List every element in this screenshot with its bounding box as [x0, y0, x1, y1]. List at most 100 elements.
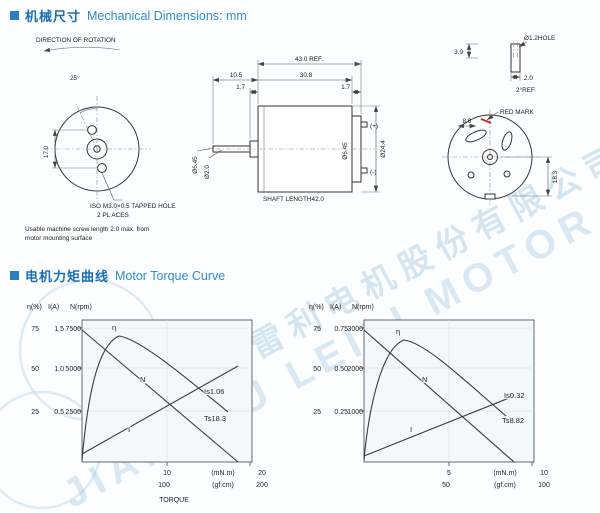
rotation-direction-arrow — [43, 46, 121, 53]
stall-current-label: Is1.06 — [204, 387, 224, 396]
boss-diameter-label: Ø6.45 — [192, 156, 199, 174]
curves — [363, 329, 515, 463]
red-mark — [480, 118, 492, 124]
y-tick-labels: 75 0.75 3000 50 0.50 2000 25 0.25 1000 — [313, 326, 363, 416]
dim-20 — [510, 72, 521, 81]
x-axis-title: TORQUE — [159, 497, 189, 504]
tapped-hole-note: ISO M3.0×0.5 TAPPED HOLE — [90, 203, 176, 210]
speed-tick: 7500 — [65, 326, 81, 333]
current-tick: 0.75 — [334, 326, 348, 333]
hole-label: Ø1.2HOLE — [524, 35, 555, 42]
y-tick-labels: 75 1.5 7500 50 1.0 5000 25 0.5 2500 — [31, 326, 81, 416]
x-unit-gfcm: (gf.cm) — [212, 482, 234, 489]
back-hole-right — [503, 170, 511, 178]
ref-angle-label: 2°REF. — [516, 86, 536, 94]
back-hole-left — [467, 171, 475, 179]
bottom-notch — [484, 193, 496, 200]
section-title-cn: 机械尺寸 — [25, 9, 82, 24]
back-view-drawing: Ø1.2HOLE 3.9 2.0 2°REF. RED MARK 8.0 — [442, 35, 559, 205]
dim-20-label: 2.0 — [524, 75, 533, 82]
terminal-minus-label: (-) — [370, 169, 376, 176]
motor-body — [257, 105, 353, 193]
back-center-hole — [487, 154, 493, 160]
dim-183 — [500, 156, 552, 197]
screw-note-line2: motor mounting surface — [25, 235, 93, 242]
tapped-hole-top — [87, 125, 97, 135]
body-diameter-label: Ø24.4 — [380, 140, 387, 158]
x-tick-gfcm-1: 100 — [158, 482, 170, 489]
shaft-end-detail — [510, 42, 521, 73]
tapped-hole-leader — [101, 172, 122, 201]
current-tick: 1.5 — [54, 326, 64, 333]
shaft-diameter-label: Ø2.0 — [204, 165, 211, 179]
speed-curve-label: N — [140, 375, 145, 384]
mechanical-drawings: DIRECTION OF ROTATION 25° 17.0 ISO M3.0×… — [25, 35, 559, 242]
side-view-drawing: (+) (-) 43.0 REF. 10.5 30.8 1.7 1.7 — [192, 56, 387, 203]
hole-pitch-dimension — [52, 129, 98, 169]
length-dimensions — [212, 60, 362, 144]
vent-slot-left — [465, 129, 487, 143]
torque-chart-right: η(%) I(A) N(rpm) 75 0.75 3000 50 0.50 20… — [309, 304, 550, 489]
stall-torque-label: Ts18.3 — [204, 414, 226, 423]
section-title-en: Mechanical Dimensions: mm — [87, 8, 247, 23]
bearing-diameter-label: Ø6.45 — [342, 142, 349, 160]
x-unit-gfcm: (gf.cm) — [494, 482, 516, 489]
x-tick-mNm-2: 10 — [540, 470, 548, 477]
current-curve-label: I — [128, 425, 130, 434]
x-tick-mNm-2: 20 — [258, 470, 266, 477]
eta-tick: 50 — [313, 366, 321, 373]
current-curve — [363, 395, 515, 457]
terminal-minus — [360, 167, 368, 174]
efficiency-curve — [81, 335, 229, 461]
shaft-length-label: SHAFT LENGTH42.0 — [263, 196, 324, 203]
diameter-dimension — [352, 105, 380, 193]
dim-39-label: 3.9 — [454, 49, 463, 56]
speed-curve — [363, 329, 515, 463]
total-length-label: 43.0 REF. — [295, 56, 323, 63]
tapped-hole-bottom — [97, 163, 107, 173]
speed-axis-title: N(rpm) — [70, 304, 92, 311]
current-tick: 0.25 — [334, 409, 348, 416]
body-length-label: 30.8 — [300, 72, 313, 79]
speed-curve-label: N — [422, 375, 427, 384]
eta-curve-label: η — [112, 323, 116, 332]
x-tick-gfcm-2: 100 — [538, 482, 550, 489]
axis-ticks — [360, 327, 533, 466]
torque-chart-left: η(%) I(A) N(rpm) 75 1.5 7500 50 1.0 5000… — [27, 304, 268, 504]
gridlines — [82, 320, 252, 462]
speed-tick: 1000 — [347, 409, 363, 416]
current-tick: 0.50 — [334, 366, 348, 373]
terminal-plus — [360, 121, 368, 128]
eta-tick: 75 — [313, 326, 321, 333]
gridlines — [364, 320, 534, 462]
x-unit-mNm: (mN.m) — [493, 470, 516, 477]
current-curve — [81, 365, 239, 455]
x-tick-mNm-1: 5 — [447, 470, 451, 477]
vent-slot-right — [501, 131, 513, 151]
section-title-en: Motor Torque Curve — [115, 268, 226, 283]
speed-axis-title: N(rpm) — [352, 304, 374, 311]
section-bullet-icon — [10, 11, 19, 20]
dim-17-left-label: 1.7 — [236, 84, 245, 91]
section-bullet-icon — [10, 271, 19, 280]
current-tick: 1.0 — [54, 366, 64, 373]
eta-axis-title: η(%) — [27, 304, 42, 311]
x-unit-mNm: (mN.m) — [211, 470, 234, 477]
red-mark-leader — [486, 111, 499, 121]
eta-tick: 25 — [31, 409, 39, 416]
section-header-torque: 电机力矩曲线 Motor Torque Curve — [10, 266, 225, 285]
section-title-cn: 电机力矩曲线 — [25, 269, 110, 284]
places-note: 2 PL ACES — [97, 212, 129, 219]
x-tick-gfcm-1: 50 — [442, 482, 450, 489]
curves — [81, 329, 239, 463]
angle-label: 25° — [70, 74, 80, 82]
red-mark-label: RED MARK — [500, 109, 534, 116]
screw-note-line1: Usable machine screw length 2.0 max. fro… — [25, 226, 149, 233]
eta-tick: 25 — [313, 409, 321, 416]
hole-leader — [518, 41, 528, 48]
angle-arc — [79, 108, 98, 114]
speed-tick: 5000 — [65, 366, 81, 373]
curve-labels: η N I Is0.32 Ts8.82 — [395, 326, 525, 435]
current-tick: 0.5 — [54, 409, 64, 416]
